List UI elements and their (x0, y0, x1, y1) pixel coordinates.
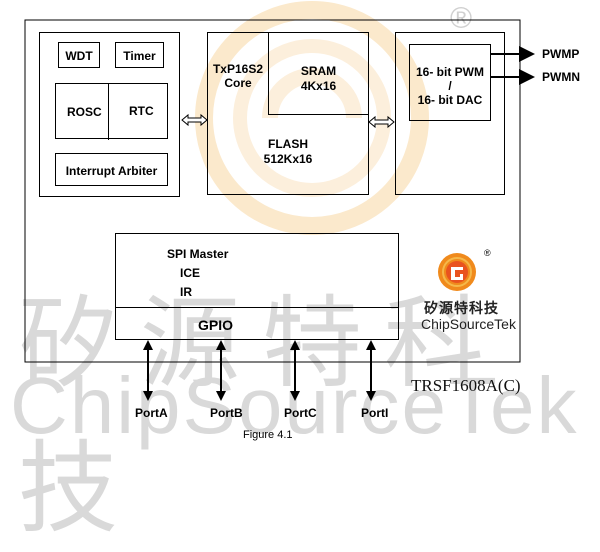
sram-label-line2: 4Kx16 (300, 79, 337, 93)
output-label-pwmp: PWMP (542, 47, 580, 61)
wdt-label: WDT (65, 49, 93, 63)
chipsourcetek-logo-icon (438, 253, 476, 291)
pwm-label-line3: 16- bit DAC (417, 93, 483, 107)
pwm-label-line1: 16- bit PWM (416, 65, 484, 79)
wdt-block: WDT (58, 42, 100, 68)
logo-english-name: ChipSourceTek (421, 316, 516, 332)
port-label-c: PortC (284, 406, 317, 420)
memory-flash-divider (268, 114, 369, 115)
bus-arrow-right (368, 115, 395, 129)
timer-label: Timer (123, 49, 156, 63)
core-label-line2: Core (224, 76, 252, 90)
ir-label: IR (180, 285, 192, 299)
output-label-pwmn: PWMN (542, 70, 580, 84)
pwm-label-line2: / (448, 79, 452, 93)
rosc-rtc-divider (108, 84, 109, 140)
pwm-group-box (395, 32, 505, 195)
watermark-latin-text: ChipSourceTek (10, 361, 579, 450)
core-sram-divider (268, 32, 269, 115)
peripheral-group-box (39, 32, 180, 197)
io-group-box (115, 233, 399, 340)
gpio-label: GPIO (198, 317, 234, 333)
rtc-label: RTC (129, 104, 154, 118)
diagram-connectors (24, 19, 535, 401)
timer-block: Timer (115, 42, 164, 68)
port-label-b: PortB (210, 406, 243, 420)
core-label-line1: TxP16S2 (212, 62, 264, 76)
logo-registered-mark: ® (484, 248, 491, 258)
rosc-label: ROSC (67, 105, 102, 119)
interrupt-arbiter-block: Interrupt Arbiter (55, 153, 168, 186)
pwm-dac-block: 16- bit PWM / 16- bit DAC (409, 44, 491, 121)
flash-label-line2: 512Kx16 (263, 152, 313, 166)
model-number: TRSF1608A(C) (411, 376, 521, 395)
port-label-a: PortA (135, 406, 168, 420)
logo-chinese-name: 矽源特科技 (424, 301, 499, 317)
interrupt-arbiter-label: Interrupt Arbiter (65, 164, 158, 178)
rosc-rtc-block: ROSC RTC (55, 83, 168, 140)
flash-label-line1: FLASH (268, 137, 308, 151)
spi-master-label: SPI Master (167, 247, 229, 261)
sram-label-line1: SRAM (300, 64, 337, 78)
io-gpio-divider (115, 307, 399, 308)
watermark-registered-mark: ® (450, 2, 473, 35)
ice-label: ICE (180, 266, 201, 280)
figure-caption: Figure 4.1 (243, 429, 293, 441)
core-memory-group-box (207, 32, 369, 195)
port-label-i: PortI (361, 406, 389, 420)
